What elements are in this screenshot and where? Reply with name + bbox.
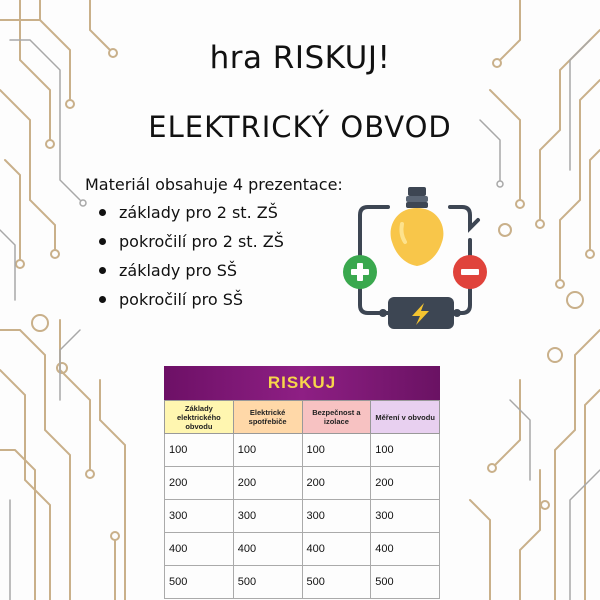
bullet-icon (99, 267, 106, 274)
battery-icon (388, 297, 454, 329)
board-banner: RISKUJ (164, 366, 440, 400)
value-cell[interactable]: 500 (301, 565, 372, 599)
value-cell[interactable]: 400 (164, 532, 234, 566)
value-cell[interactable]: 200 (370, 466, 440, 500)
value-cell[interactable]: 300 (301, 499, 372, 533)
category-header: Měření v obvodu (370, 400, 440, 434)
value-cell[interactable]: 500 (370, 565, 440, 599)
bullet-icon (99, 209, 106, 216)
value-cell[interactable]: 400 (370, 532, 440, 566)
value-cell[interactable]: 300 (370, 499, 440, 533)
list-item: pokročilí pro SŠ (95, 288, 284, 317)
intro-text: Materiál obsahuje 4 prezentace: (85, 175, 343, 194)
list-item: základy pro 2 st. ZŠ (95, 201, 284, 230)
value-cell[interactable]: 200 (301, 466, 372, 500)
category-header: Základy elektrického obvodu (164, 400, 234, 434)
value-cell[interactable]: 300 (164, 499, 234, 533)
minus-icon (453, 255, 487, 289)
value-cell[interactable]: 200 (164, 466, 234, 500)
value-cell[interactable]: 100 (232, 433, 303, 467)
category-header: Elektrické spotřebiče (232, 400, 303, 434)
bulb-battery-circuit-icon (343, 187, 487, 329)
value-cell[interactable]: 100 (370, 433, 440, 467)
category-header: Bezpečnost a izolace (301, 400, 372, 434)
bullet-icon (99, 296, 106, 303)
bullet-icon (99, 238, 106, 245)
value-cell[interactable]: 100 (301, 433, 372, 467)
board-title: RISKUJ (267, 373, 337, 392)
value-cell[interactable]: 300 (232, 499, 303, 533)
presentation-list: základy pro 2 st. ZŠ pokročilí pro 2 st.… (95, 201, 284, 317)
page-title: hra RISKUJ! (209, 40, 391, 76)
list-item: základy pro SŠ (95, 259, 284, 288)
value-cell[interactable]: 500 (232, 565, 303, 599)
value-cell[interactable]: 400 (301, 532, 372, 566)
bulb-icon (390, 187, 444, 266)
page-subtitle: ELEKTRICKÝ OBVOD (148, 110, 452, 144)
value-cell[interactable]: 100 (164, 433, 234, 467)
value-cell[interactable]: 500 (164, 565, 234, 599)
list-item: pokročilí pro 2 st. ZŠ (95, 230, 284, 259)
value-cell[interactable]: 400 (232, 532, 303, 566)
value-cell[interactable]: 200 (232, 466, 303, 500)
plus-icon (343, 255, 377, 289)
